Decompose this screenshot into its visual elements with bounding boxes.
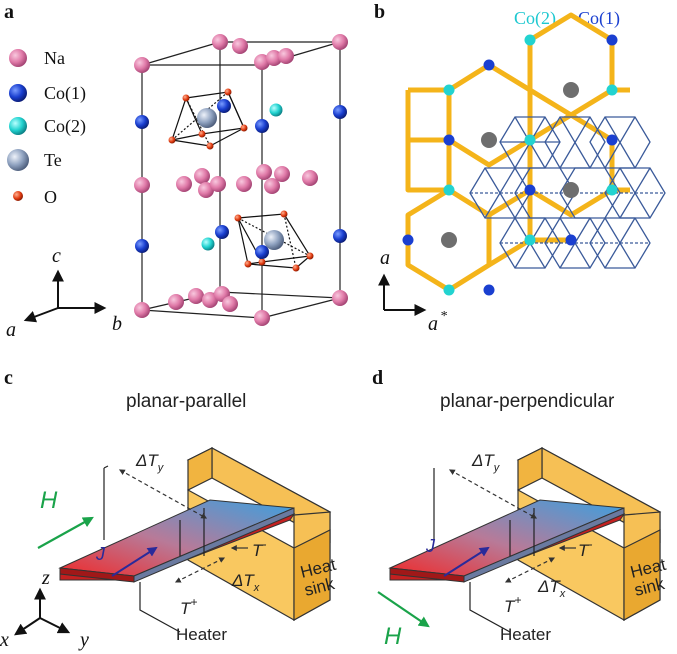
- panel-d-title: planar-perpendicular: [440, 391, 615, 412]
- axis-z-label: z: [41, 567, 50, 589]
- axis-b-label: b: [112, 313, 122, 335]
- current-arrow-d: [443, 546, 490, 577]
- co1-atoms: [135, 99, 347, 259]
- panel-d: d planar-perpendicular Heat sink Heater: [372, 367, 668, 650]
- axes-a: c a b: [6, 245, 122, 341]
- field-label-d: H: [384, 623, 402, 650]
- dTy-arrow-d: [448, 469, 538, 519]
- panel-a-letter: a: [4, 1, 14, 23]
- legend-co1-label: Co(1): [44, 83, 86, 104]
- sample-d: [388, 499, 626, 583]
- legend-a: Na Co(1) Co(2) Te O: [7, 48, 86, 207]
- legend-o-label: O: [44, 187, 57, 207]
- dTy-arrow-c: [118, 469, 208, 519]
- legend-te-label: Te: [44, 150, 62, 170]
- legend-co2-swatch: [9, 117, 27, 135]
- dTy-label-c: ΔTy: [135, 451, 165, 474]
- heater-label-c: Heater: [176, 625, 227, 644]
- current-label-d: J: [425, 536, 436, 556]
- legend-co1-swatch: [9, 84, 27, 102]
- axis-y-label: y: [78, 629, 89, 651]
- co2-sites: [443, 34, 618, 296]
- na-atoms: [134, 34, 348, 326]
- te-center-dots: [441, 82, 579, 248]
- te-atom-lower: [264, 230, 284, 250]
- field-arrow-c: [37, 516, 94, 549]
- axis-astar-star: *: [440, 309, 447, 324]
- panel-d-letter: d: [372, 367, 383, 389]
- t-minus-label-c: T-: [252, 537, 266, 560]
- te-atom-upper: [197, 108, 217, 128]
- panel-c-letter: c: [4, 367, 13, 389]
- o-atoms-lower: [234, 210, 314, 272]
- axis-x-label: x: [0, 629, 9, 651]
- legend-o-swatch: [13, 191, 23, 201]
- legend-na-swatch: [9, 49, 27, 67]
- axes-xyz: z x y: [0, 567, 89, 651]
- sample-c: [58, 499, 296, 583]
- heater-label-d: Heater: [500, 625, 551, 644]
- dTx-arrow-c: [174, 557, 226, 583]
- dTy-label-d: ΔTy: [471, 451, 501, 474]
- heater-leader-c: [139, 582, 181, 633]
- panel-b: b Co(2) Co(1): [374, 1, 666, 335]
- axis-a-label: a: [6, 319, 16, 341]
- legend-te-swatch: [7, 149, 29, 171]
- current-label-c: J: [95, 544, 106, 564]
- axes-b: a a *: [378, 247, 447, 335]
- panel-c: c planar-parallel Heat sink Heater: [0, 367, 338, 651]
- panel-c-title: planar-parallel: [126, 391, 246, 412]
- t-plus-label-d: T+: [504, 593, 521, 616]
- current-arrow-c: [111, 546, 158, 577]
- o-atoms-upper: [168, 88, 248, 150]
- co2-label: Co(2): [514, 8, 556, 29]
- field-label-c: H: [40, 487, 58, 514]
- dTx-arrow-d: [504, 557, 556, 583]
- legend-na-label: Na: [44, 48, 65, 68]
- heater-leader-d: [469, 582, 511, 633]
- axis-a-label-b: a: [380, 247, 390, 269]
- legend-co2-label: Co(2): [44, 116, 86, 137]
- axis-astar-label: a: [428, 313, 438, 335]
- dTx-label-d: ΔTx: [537, 577, 566, 600]
- axis-c-label: c: [52, 245, 61, 267]
- field-arrow-d: [377, 591, 430, 628]
- t-plus-label-c: T+: [180, 595, 197, 618]
- co1-sites: [402, 34, 618, 296]
- co2-atoms: [201, 103, 283, 251]
- panel-a: a Na Co(1) Co(2) Te O: [4, 1, 348, 341]
- panel-b-letter: b: [374, 1, 385, 23]
- dTx-label-c: ΔTx: [231, 571, 260, 594]
- t-minus-label-d: T-: [578, 537, 592, 560]
